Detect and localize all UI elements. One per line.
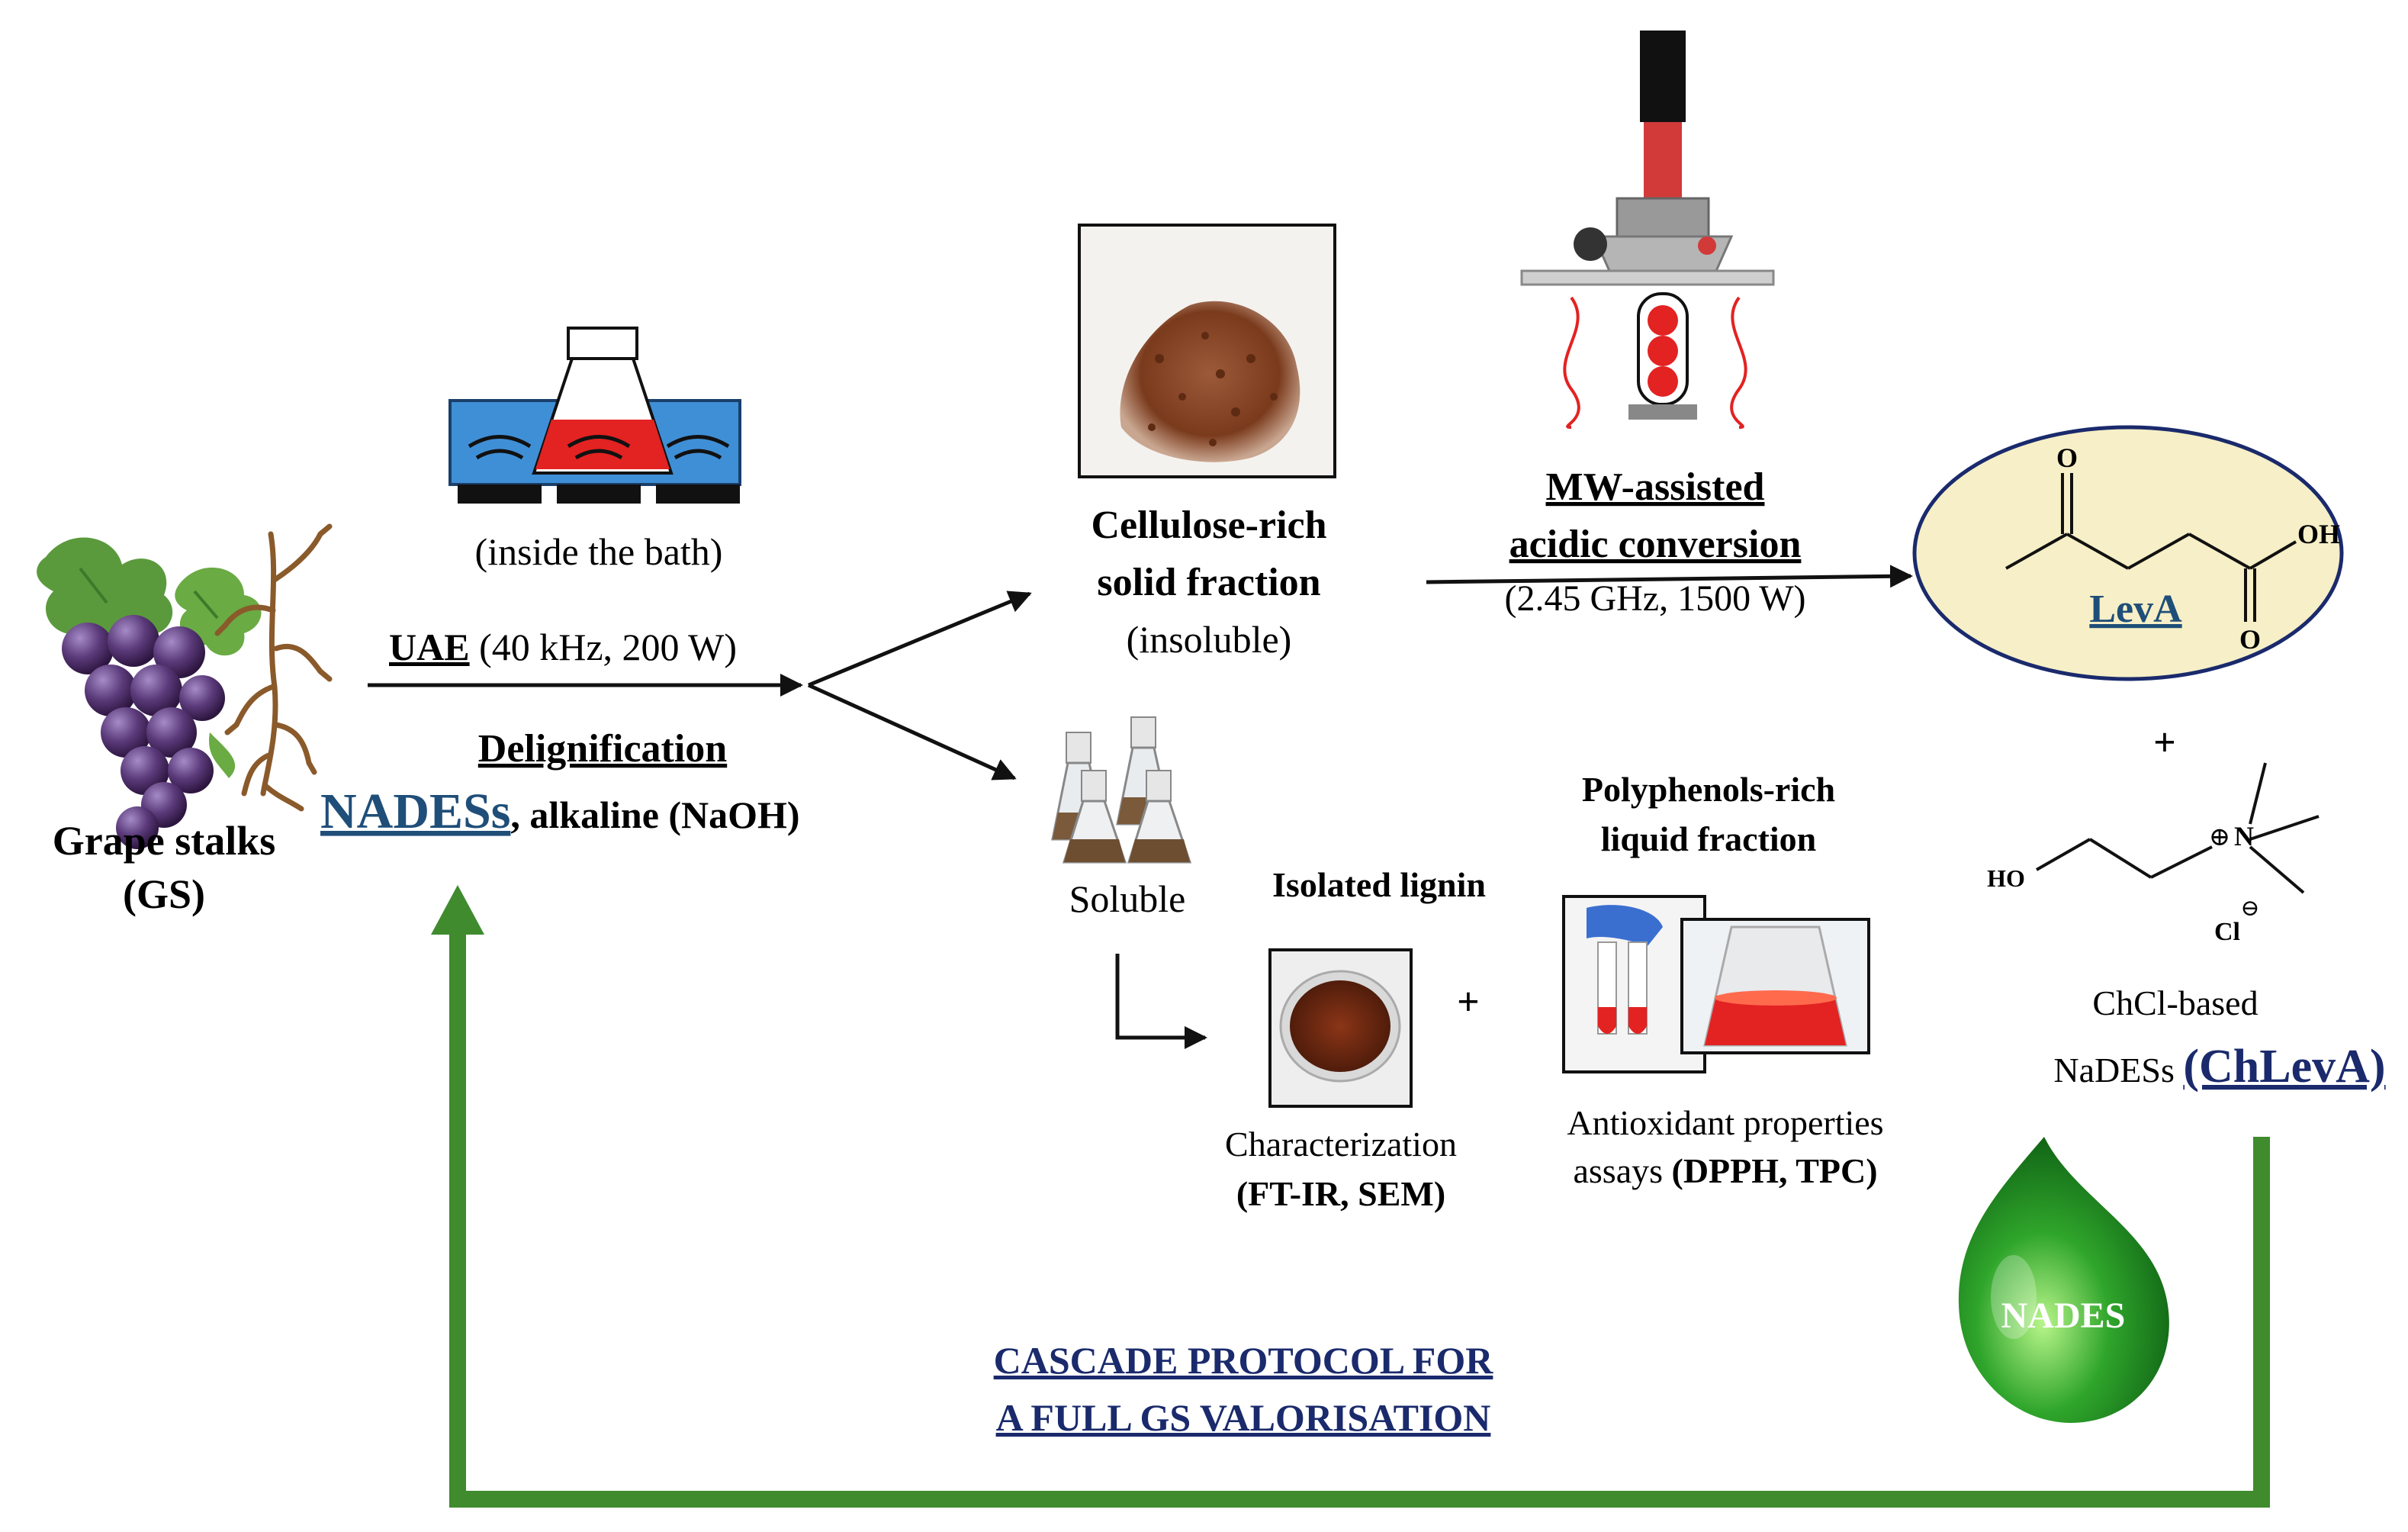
- mw-params: (2.45 GHz, 1500 W): [1504, 578, 1805, 619]
- chcl-line2-prefix: NaDESs: [2053, 1051, 2183, 1089]
- cellulose-line1: Cellulose-rich: [1091, 504, 1326, 547]
- assay-prefix: assays: [1573, 1151, 1671, 1190]
- nades-drop-icon: [1958, 1137, 2169, 1423]
- chcl-line2: NaDESs (ChLevA): [2053, 1041, 2385, 1093]
- choline-charge-minus: ⊖: [2240, 896, 2259, 921]
- grape-label-line1: Grape stalks: [53, 818, 276, 864]
- assay-line1: Antioxidant properties: [1567, 1103, 1883, 1142]
- soluble-flasks-icon: [1051, 716, 1192, 864]
- choline-charge-plus: ⊕: [2209, 823, 2231, 851]
- arrow-to-cellulose: [808, 591, 1032, 687]
- lignin-title: Isolated lignin: [1272, 865, 1486, 904]
- leva-label: LevA: [2089, 587, 2182, 631]
- choline-atom-cl: Cl: [2214, 918, 2240, 946]
- leva-atom-o-top: O: [2056, 443, 2078, 473]
- plus-mid: +: [1457, 980, 1480, 1024]
- levulinic-acid-structure: [1912, 425, 2344, 681]
- delignification-text: NADESs, alkaline (NaOH): [320, 784, 800, 839]
- mw-line1: MW-assisted: [1546, 465, 1765, 509]
- soluble-label: Soluble: [1069, 877, 1186, 920]
- plus-top: +: [2153, 721, 2176, 764]
- lignin-char-line2: (FT-IR, SEM): [1236, 1174, 1445, 1213]
- assay-emph: (DPPH, TPC): [1672, 1151, 1878, 1190]
- assay-line2: assays (DPPH, TPC): [1573, 1151, 1877, 1190]
- delignification-rest: , alkaline (NaOH): [510, 793, 799, 836]
- uae-params: (40 kHz, 200 W): [470, 626, 737, 668]
- cellulose-photo: [1078, 224, 1336, 478]
- polyphenols-line1: Polyphenols-rich: [1582, 770, 1835, 809]
- recycle-loop-line: [449, 923, 2270, 1508]
- grape-label-line2: (GS): [123, 871, 205, 917]
- cascade-line1: CASCADE PROTOCOL FOR: [994, 1339, 1494, 1382]
- grape-bunch-icon: [37, 537, 262, 849]
- lignin-photo: [1268, 948, 1413, 1108]
- choline-atom-n: N: [2234, 821, 2254, 851]
- leva-atom-oh: OH: [2297, 519, 2340, 549]
- arrow-to-lignin: [1115, 954, 1207, 1049]
- cellulose-line2: solid fraction: [1097, 561, 1320, 604]
- uae-text: UAE (40 kHz, 200 W): [389, 626, 737, 668]
- chlevA-label: (ChLevA): [2183, 1041, 2385, 1093]
- polyphenols-line2: liquid fraction: [1601, 819, 1816, 858]
- polyphenols-photo-flask: [1680, 918, 1870, 1054]
- cellulose-line3: (insoluble): [1127, 618, 1292, 661]
- bath-caption: (inside the bath): [475, 530, 723, 573]
- choline-atom-ho: HO: [1987, 864, 2025, 892]
- leva-atom-o-bottom: O: [2239, 624, 2261, 655]
- nadess-label: NADESs: [320, 784, 510, 839]
- ultrasound-bath-icon: [448, 327, 741, 504]
- mw-arrow: [1426, 565, 1913, 588]
- recycle-loop-arrowhead: [431, 885, 484, 935]
- choline-chloride-structure: [2036, 762, 2320, 894]
- lignin-char-line1: Characterization: [1225, 1125, 1457, 1163]
- uae-label: UAE: [389, 626, 470, 668]
- cascade-line2: A FULL GS VALORISATION: [996, 1396, 1491, 1439]
- drop-label: NADES: [2001, 1295, 2126, 1336]
- microwave-reactor-icon: [1520, 31, 1775, 429]
- chcl-line1: ChCl-based: [2092, 983, 2258, 1022]
- delignification-title: Delignification: [478, 727, 728, 771]
- mw-line2: acidic conversion: [1509, 523, 1802, 566]
- arrow-to-soluble: [807, 683, 1017, 780]
- grape-stalk-icon: [214, 523, 333, 812]
